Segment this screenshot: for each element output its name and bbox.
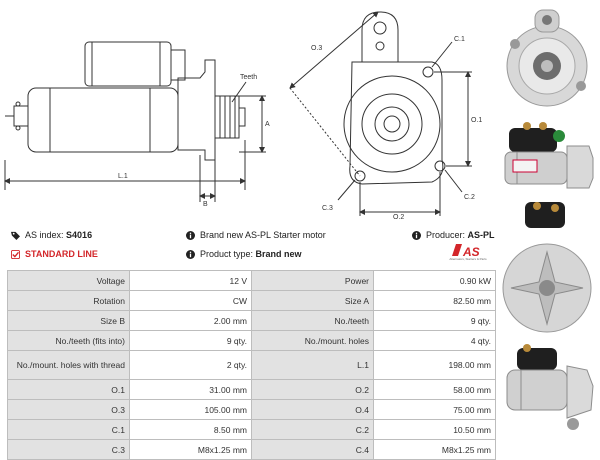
dim-o1-label: O.1 [471,117,482,124]
spec-label: No./teeth [251,310,374,331]
spec-label: C.1 [7,419,130,440]
spec-value: 58.00 mm [373,379,496,400]
description: Brand new AS-PL Starter motor [186,230,326,240]
description-text: Brand new AS-PL Starter motor [200,230,326,240]
producer-value: AS-PL [467,230,495,240]
technical-drawing: Teeth A B L.1 [0,0,495,222]
dim-o2-label: O.2 [393,214,404,221]
spec-value: 9 qty. [373,310,496,331]
product-type: Product type: Brand new [186,249,302,259]
teeth-label: Teeth [240,74,257,81]
dim-l1-label: L.1 [118,173,128,180]
spec-label: O.3 [7,399,130,420]
spec-value: 31.00 mm [129,379,252,400]
as-index-label: AS index: [25,230,64,240]
product-photo-rear [497,198,598,338]
spec-value: 8.50 mm [129,419,252,440]
checkbox-check-icon [11,249,20,259]
product-type-value: Brand new [255,249,302,259]
spec-value: 198.00 mm [373,350,496,380]
spec-label: No./mount. holes [251,330,374,351]
spec-label: Size A [251,290,374,311]
spec-label: No./mount. holes with thread [7,350,130,380]
spec-label: O.1 [7,379,130,400]
logo-text: AS [462,245,480,259]
info-icon [186,230,195,240]
spec-row: No./teeth (fits into)9 qty.No./mount. ho… [7,330,496,351]
logo-tagline: Alternators, Starters & Parts [449,257,487,261]
producer: Producer: AS-PL [412,230,495,240]
spec-value: 105.00 mm [129,399,252,420]
product-photo-angled [497,340,598,440]
spec-label: L.1 [251,350,374,380]
spec-value: CW [129,290,252,311]
spec-label: C.2 [251,419,374,440]
as-index: AS index: S4016 [11,230,92,240]
spec-label: Rotation [7,290,130,311]
spec-value: 0.90 kW [373,270,496,291]
producer-label: Producer: [426,230,466,240]
front-view [289,11,472,216]
standard-line: STANDARD LINE [11,249,98,259]
side-view [4,41,266,202]
spec-label: O.2 [251,379,374,400]
spec-value: 2 qty. [129,350,252,380]
info-strip: AS index: S4016 Brand new AS-PL Starter … [0,228,495,266]
spec-value: 2.00 mm [129,310,252,331]
as-index-value: S4016 [66,230,93,240]
dim-b-label: B [203,201,208,208]
spec-label: Size B [7,310,130,331]
dim-a-label: A [265,121,270,128]
spec-value: 9 qty. [129,330,252,351]
dim-c2-label: C.2 [464,194,475,201]
dim-c3-label: C.3 [322,205,333,212]
standard-line-text: STANDARD LINE [25,249,98,259]
product-photo-front [497,4,598,114]
spec-label: Voltage [7,270,130,291]
spec-value: 82.50 mm [373,290,496,311]
spec-value: 75.00 mm [373,399,496,420]
info-icon [412,230,421,240]
spec-label: No./teeth (fits into) [7,330,130,351]
spec-value: 4 qty. [373,330,496,351]
as-pl-logo: AS Alternators, Starters & Parts [448,244,488,264]
info-icon [186,249,195,259]
spec-label: O.4 [251,399,374,420]
spec-label: Power [251,270,374,291]
dim-c1-label: C.1 [454,36,465,43]
product-photo-side [497,116,598,196]
product-type-label: Product type: [200,249,254,259]
dim-o3-label: O.3 [311,45,322,52]
spec-value: 12 V [129,270,252,291]
spec-value: 10.50 mm [373,419,496,440]
tag-icon [11,231,20,240]
